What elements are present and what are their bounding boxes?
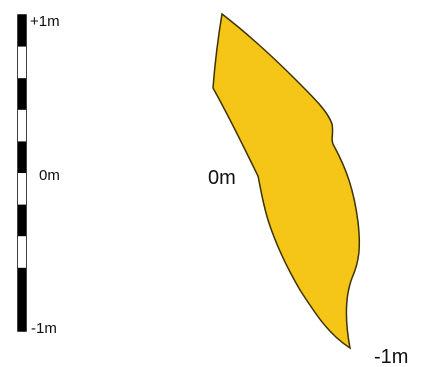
scale-bar-segments bbox=[18, 15, 26, 332]
scale-bar-segment bbox=[18, 236, 26, 269]
profile-upper-label: 0m bbox=[208, 167, 236, 189]
scale-bottom-label: -1m bbox=[31, 320, 57, 337]
scale-top-label: +1m bbox=[30, 13, 60, 30]
profile-texture bbox=[213, 14, 360, 348]
scale-bar-segment bbox=[18, 299, 26, 332]
scale-bar-segment bbox=[18, 204, 26, 237]
scale-middle-label: 0m bbox=[39, 167, 60, 184]
scale-bar-segment bbox=[18, 46, 26, 79]
scale-bar-segment bbox=[18, 141, 26, 174]
scale-bar-segment bbox=[18, 267, 26, 300]
scale-bar-segment bbox=[18, 78, 26, 111]
profile-shape bbox=[212, 12, 361, 350]
scale-bar-segment bbox=[18, 15, 26, 47]
scale-bar-segment bbox=[18, 173, 26, 205]
profile-lower-label: -1m bbox=[374, 346, 408, 367]
scale-bar-segment bbox=[18, 109, 26, 142]
scale-bar bbox=[17, 14, 27, 332]
